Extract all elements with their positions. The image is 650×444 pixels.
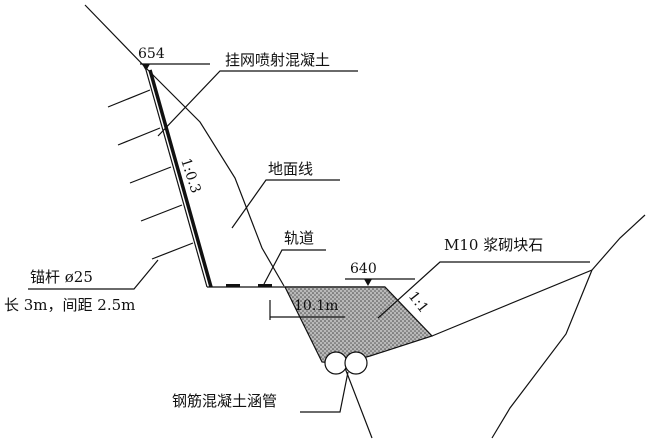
culvert-leader [300, 371, 349, 413]
culvert-label: 钢筋混凝土涵管 [172, 392, 277, 410]
ground-line-right [431, 214, 646, 337]
masonry-leader [377, 261, 590, 319]
ground-line [84, 4, 285, 287]
elev-top-triangle [142, 64, 150, 71]
anchor-label-line1: 锚杆 ø25 [30, 268, 93, 286]
ground-line-right-down [491, 269, 593, 439]
culvert-pipe-right [344, 351, 368, 375]
ground-line-leader [231, 179, 340, 229]
width-dim-label: 10.1m [294, 298, 338, 314]
anchor-bolts [107, 89, 194, 260]
ground-line-label: 地面线 [268, 160, 313, 178]
masonry-label: M10 浆砌块石 [444, 236, 543, 254]
shotcrete-leader [157, 70, 358, 137]
shotcrete-label: 挂网喷射混凝土 [225, 51, 330, 69]
masonry-fill [284, 286, 434, 365]
elev-bottom-label: 640 [350, 261, 377, 277]
rail-right [258, 284, 272, 287]
elev-top-label: 654 [138, 46, 165, 62]
anchor-label-line2: 长 3m，间距 2.5m [4, 296, 135, 314]
cut-slope-face [145, 69, 208, 288]
track-label: 轨道 [284, 229, 314, 247]
anchor-leader [28, 259, 159, 290]
culvert-pipe-left [324, 351, 348, 375]
elev-bottom-triangle [364, 279, 372, 286]
track-leader [263, 249, 326, 285]
rail-left [226, 284, 240, 287]
shotcrete-layer [148, 69, 213, 288]
